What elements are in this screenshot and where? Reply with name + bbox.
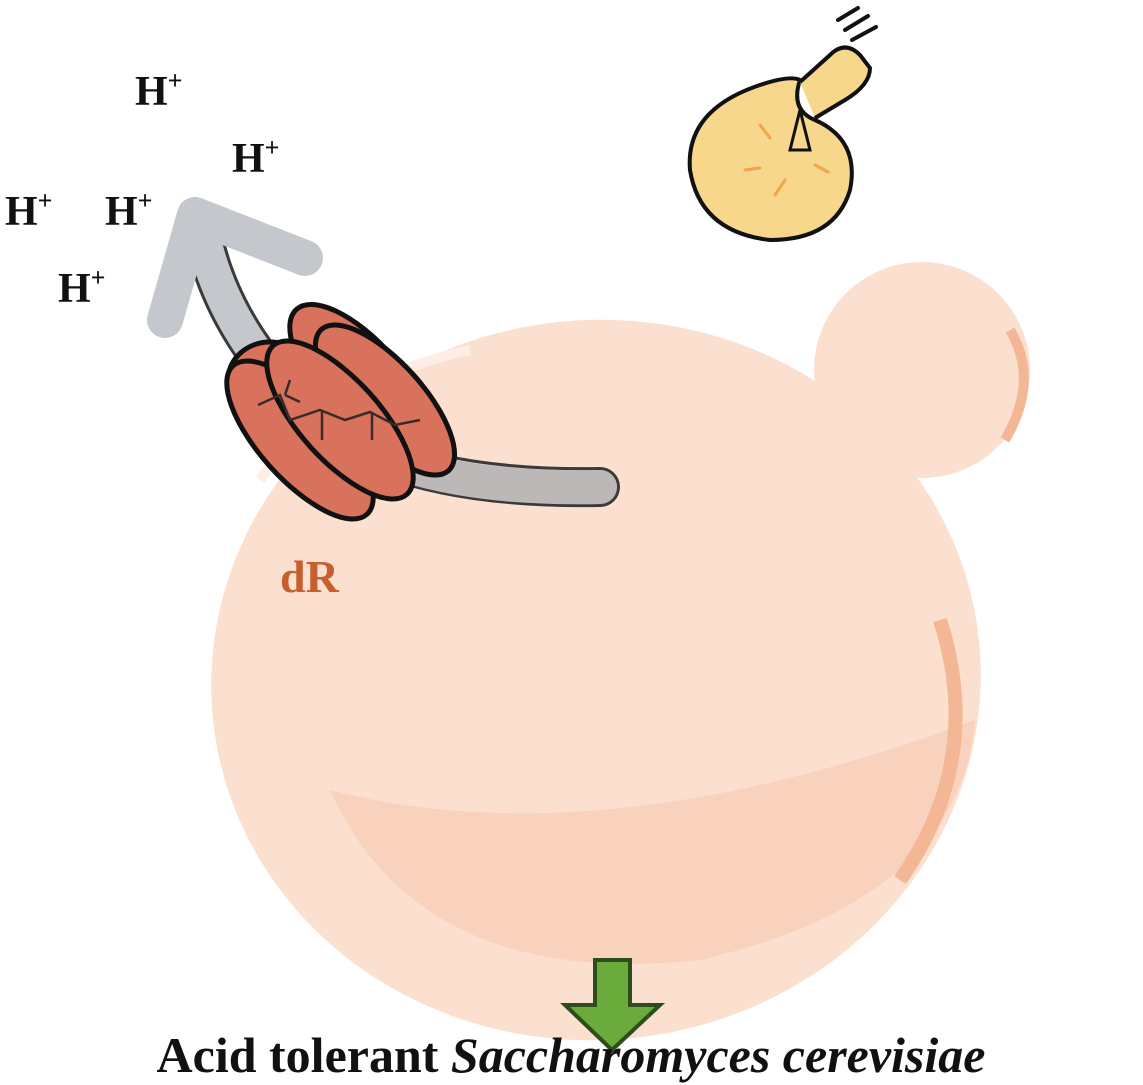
proton-label: H+ <box>232 133 280 182</box>
light-bulb-icon <box>687 6 878 243</box>
proton-label: H+ <box>58 263 106 312</box>
protein-label: dR <box>280 551 340 602</box>
proton-label: H+ <box>135 66 183 115</box>
rhodopsin-protein <box>224 301 458 522</box>
result-arrow-icon <box>560 958 666 1053</box>
proton-label: H+ <box>105 186 153 235</box>
caption: Acid tolerant Saccharomyces cerevisiae <box>157 1027 986 1083</box>
yeast-cell <box>211 262 1030 1041</box>
protons: H+ H+ H+ H+ H+ <box>5 66 280 312</box>
proton-label: H+ <box>5 186 53 235</box>
